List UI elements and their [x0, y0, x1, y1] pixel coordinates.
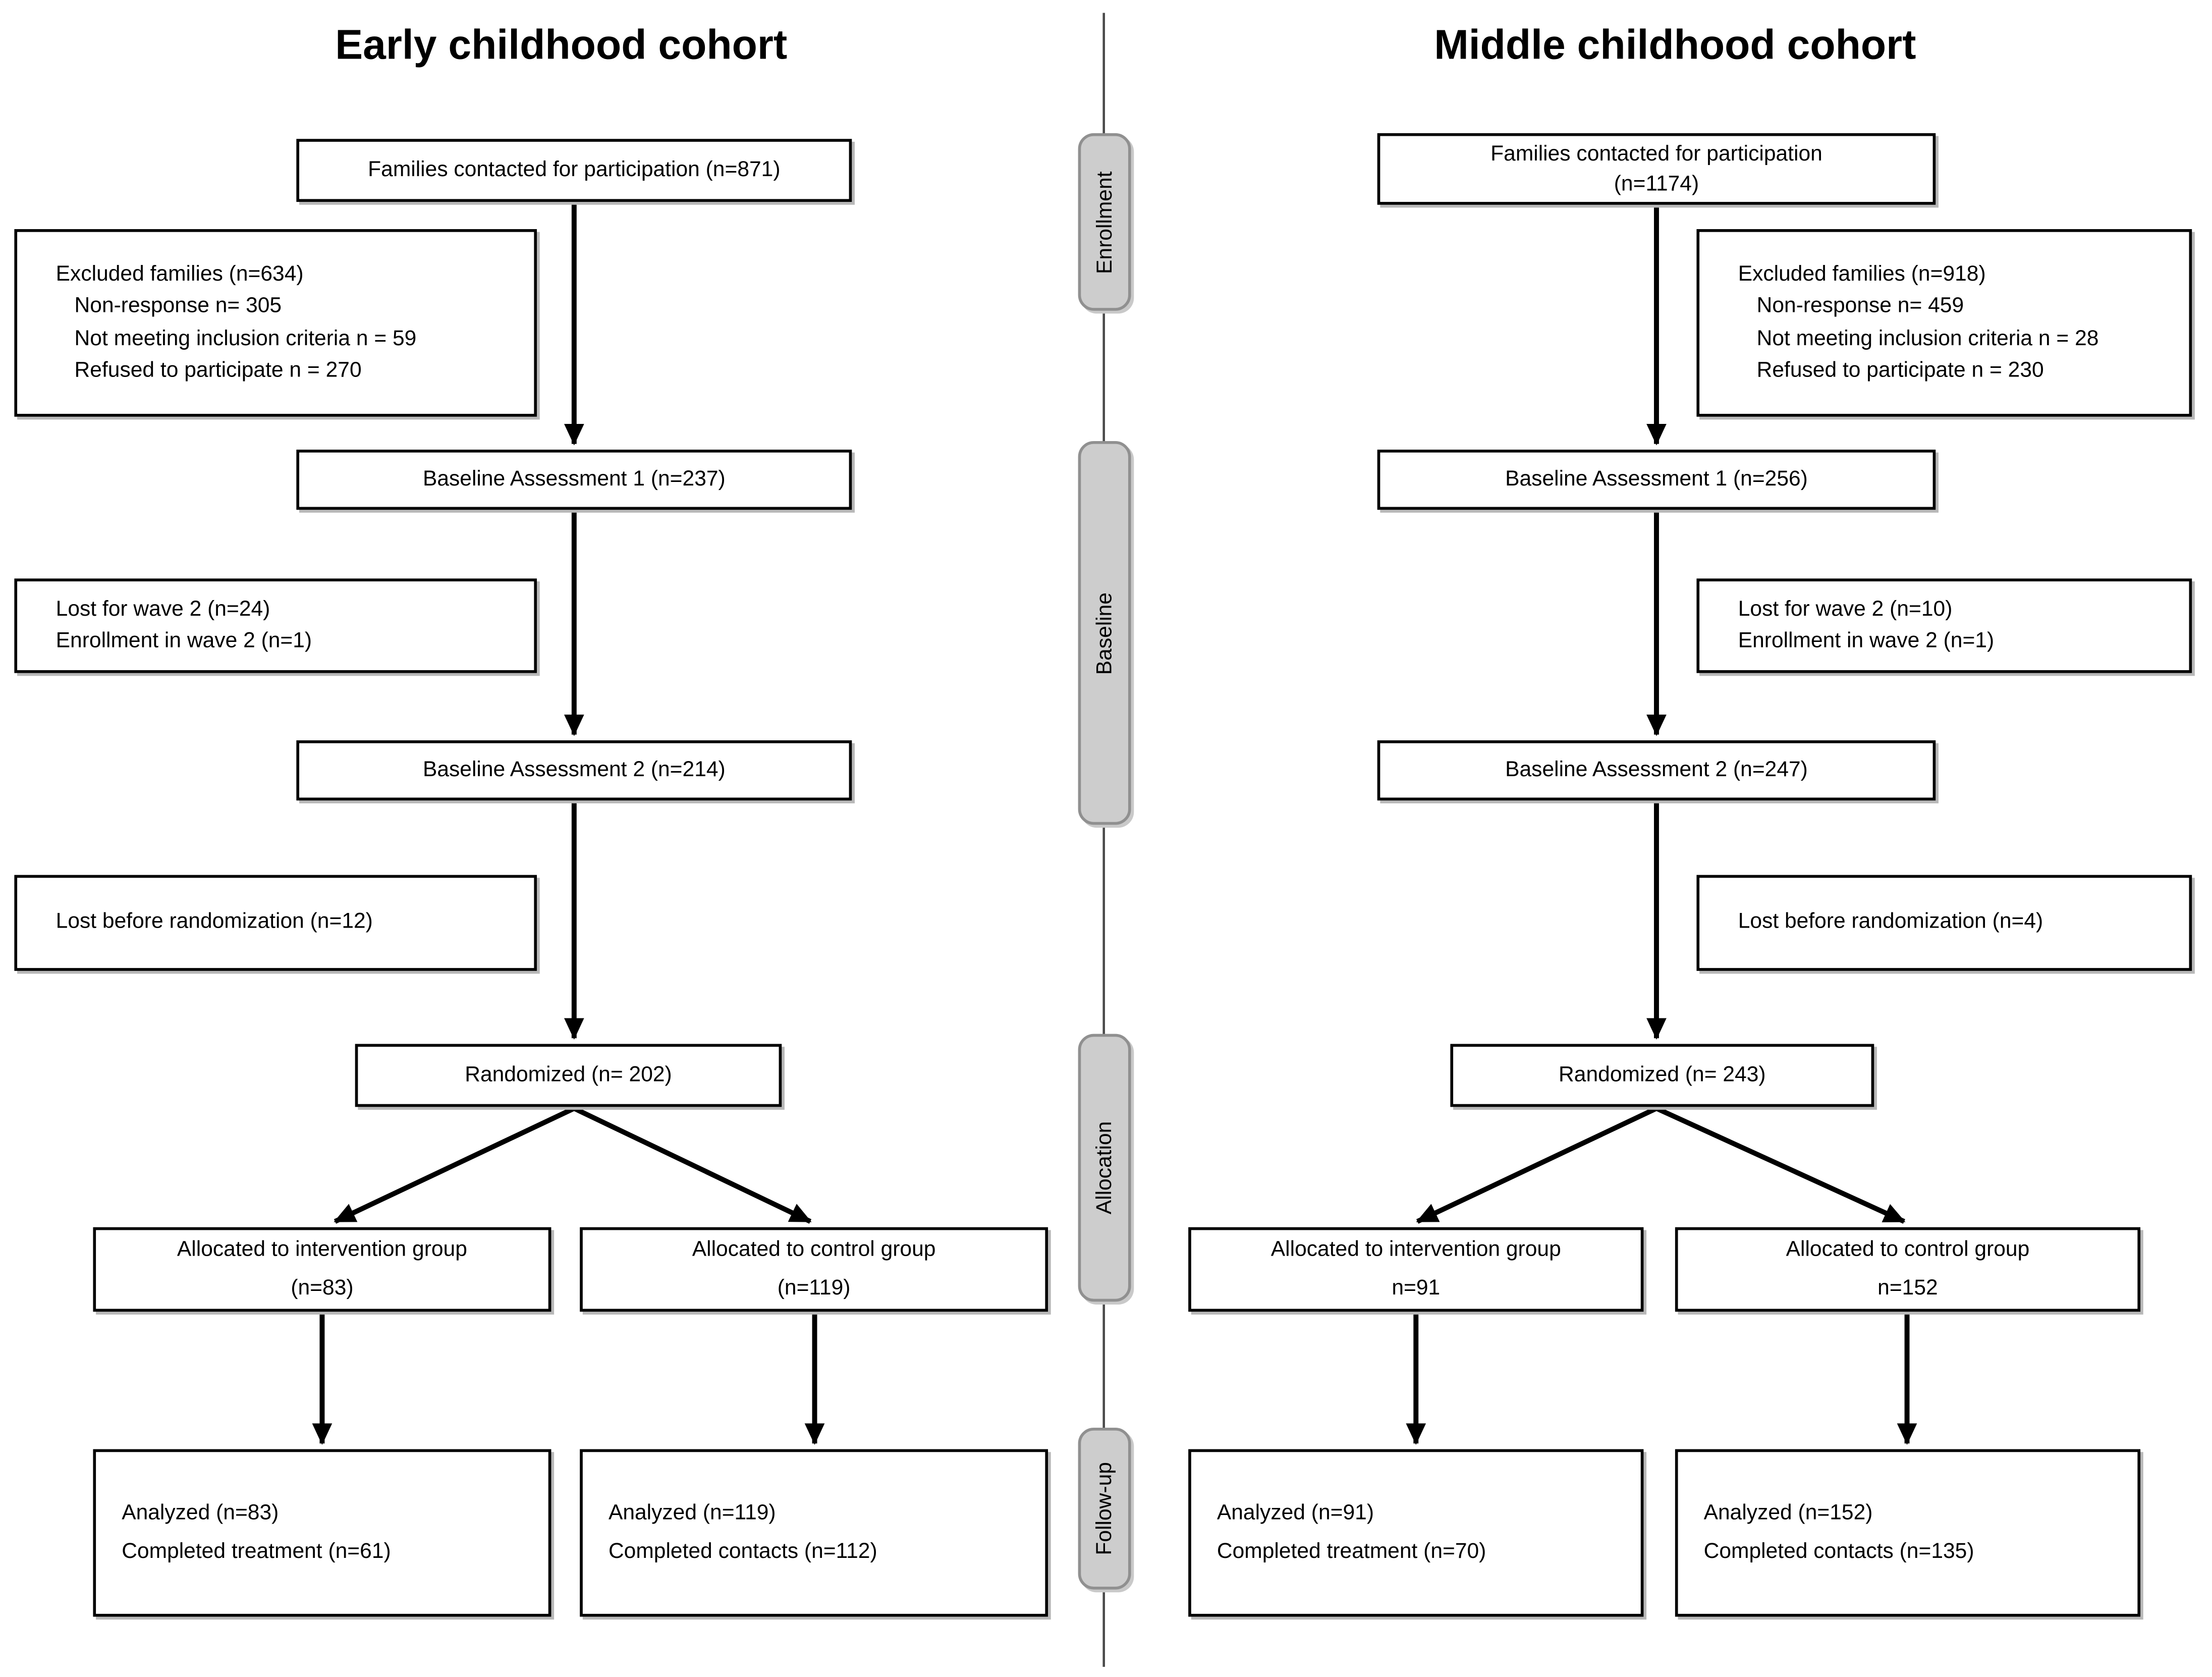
- allocated-control-box-early: Allocated to control group (n=119): [580, 1227, 1048, 1312]
- randomized-box-middle: Randomized (n= 243): [1450, 1044, 1874, 1107]
- stage-label: Baseline: [1092, 591, 1117, 674]
- box-line: Families contacted for participation (n=…: [368, 157, 781, 182]
- stage-allocation: Allocation: [1078, 1034, 1131, 1302]
- box-line: Analyzed (n=152): [1703, 1501, 1873, 1526]
- box-line: Non-response n= 305: [74, 293, 282, 318]
- baseline1-box-middle: Baseline Assessment 1 (n=256): [1377, 449, 1936, 510]
- box-line: Allocated to control group: [692, 1237, 936, 1262]
- box-line: Allocated to intervention group: [177, 1237, 467, 1262]
- box-line: Lost before randomization (n=4): [1738, 909, 2043, 934]
- box-line: Completed contacts (n=112): [608, 1538, 877, 1563]
- randomized-box-early: Randomized (n= 202): [355, 1044, 782, 1107]
- arrow: [1416, 1106, 1658, 1224]
- contacted-box-middle: Families contacted for participation (n=…: [1377, 133, 1936, 205]
- stage-label: Enrollment: [1092, 171, 1117, 274]
- box-line: Enrollment in wave 2 (n=1): [1738, 628, 1995, 653]
- box-line: Enrollment in wave 2 (n=1): [56, 628, 312, 653]
- lost-wave2-box-middle: Lost for wave 2 (n=10) Enrollment in wav…: [1696, 578, 2192, 673]
- baseline2-box-early: Baseline Assessment 2 (n=214): [296, 740, 852, 801]
- allocated-control-box-middle: Allocated to control group n=152: [1675, 1227, 2141, 1312]
- arrow: [1655, 1106, 1906, 1224]
- cohort-title-middle: Middle childhood cohort: [1434, 23, 1916, 69]
- box-line: (n=83): [291, 1275, 354, 1300]
- lost-wave2-box-early: Lost for wave 2 (n=24) Enrollment in wav…: [14, 578, 537, 673]
- box-line: Allocated to intervention group: [1270, 1237, 1561, 1262]
- box-line: Families contacted for participation: [1490, 141, 1822, 167]
- excluded-box-middle: Excluded families (n=918) Non-response n…: [1696, 229, 2192, 417]
- stage-label: Allocation: [1092, 1121, 1117, 1215]
- box-line: Baseline Assessment 2 (n=214): [422, 757, 726, 782]
- box-line: Excluded families (n=634): [56, 261, 304, 286]
- box-line: Non-response n= 459: [1756, 293, 1964, 318]
- stage-enrollment: Enrollment: [1078, 133, 1131, 311]
- arrow: [573, 1106, 812, 1224]
- excluded-box-early: Excluded families (n=634) Non-response n…: [14, 229, 537, 417]
- analyzed-intervention-box-early: Analyzed (n=83) Completed treatment (n=6…: [93, 1449, 551, 1617]
- cohort-title-early: Early childhood cohort: [335, 23, 788, 69]
- box-line: Excluded families (n=918): [1738, 261, 1986, 286]
- box-line: n=91: [1392, 1275, 1441, 1300]
- box-line: Randomized (n= 202): [465, 1062, 672, 1087]
- stage-baseline: Baseline: [1078, 441, 1131, 825]
- box-line: Completed treatment (n=70): [1216, 1538, 1486, 1563]
- contacted-box-early: Families contacted for participation (n=…: [296, 139, 852, 202]
- analyzed-control-box-early: Analyzed (n=119) Completed contacts (n=1…: [580, 1449, 1048, 1617]
- box-line: Completed treatment (n=61): [122, 1538, 391, 1563]
- box-line: Lost for wave 2 (n=10): [1738, 596, 1953, 621]
- arrow: [334, 1106, 575, 1224]
- box-line: Completed contacts (n=135): [1703, 1538, 1974, 1563]
- box-line: Lost before randomization (n=12): [56, 909, 373, 934]
- box-line: (n=1174): [1614, 172, 1699, 196]
- box-line: Analyzed (n=83): [122, 1501, 279, 1526]
- box-line: Baseline Assessment 1 (n=237): [422, 466, 726, 491]
- box-line: n=152: [1877, 1275, 1938, 1300]
- allocated-intervention-box-middle: Allocated to intervention group n=91: [1188, 1227, 1644, 1312]
- analyzed-intervention-box-middle: Analyzed (n=91) Completed treatment (n=7…: [1188, 1449, 1644, 1617]
- stage-label: Follow-up: [1092, 1462, 1117, 1555]
- box-line: Analyzed (n=119): [608, 1501, 776, 1526]
- allocated-intervention-box-early: Allocated to intervention group (n=83): [93, 1227, 551, 1312]
- box-line: Not meeting inclusion criteria n = 28: [1756, 326, 2099, 350]
- box-line: Baseline Assessment 2 (n=247): [1505, 757, 1808, 782]
- box-line: Refused to participate n = 270: [74, 358, 362, 383]
- box-line: Analyzed (n=91): [1216, 1501, 1374, 1526]
- box-line: Allocated to control group: [1786, 1237, 2030, 1262]
- box-line: Refused to participate n = 230: [1756, 358, 2044, 383]
- box-line: Not meeting inclusion criteria n = 59: [74, 326, 417, 350]
- baseline2-box-middle: Baseline Assessment 2 (n=247): [1377, 740, 1936, 801]
- box-line: Randomized (n= 243): [1559, 1062, 1766, 1087]
- analyzed-control-box-middle: Analyzed (n=152) Completed contacts (n=1…: [1675, 1449, 2141, 1617]
- box-line: Baseline Assessment 1 (n=256): [1505, 466, 1808, 491]
- lost-randomization-box-middle: Lost before randomization (n=4): [1696, 875, 2192, 971]
- box-line: (n=119): [777, 1275, 851, 1300]
- baseline1-box-early: Baseline Assessment 1 (n=237): [296, 449, 852, 510]
- box-line: Lost for wave 2 (n=24): [56, 596, 270, 621]
- stage-followup: Follow-up: [1078, 1427, 1131, 1590]
- lost-randomization-box-early: Lost before randomization (n=12): [14, 875, 537, 971]
